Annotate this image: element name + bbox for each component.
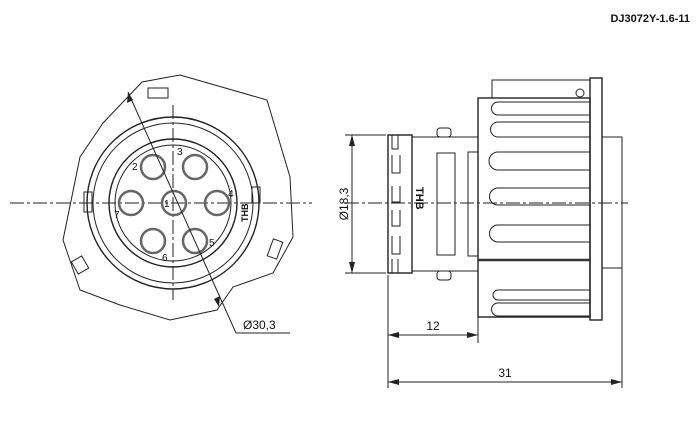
side-marking: THB [413,187,425,210]
pin-label-5: 5 [209,238,215,249]
pin-label-2: 2 [132,162,138,173]
length-31-label: 31 [498,366,512,380]
arrowhead [467,332,478,338]
window-recess [436,152,456,256]
arrowhead [388,332,399,338]
drawing-title: DJ3072Y-1.6-11 [610,13,690,25]
latch-tab [266,238,284,260]
flange-outline [62,74,294,321]
arrowhead [127,92,133,103]
pin-label-3: 3 [177,147,183,158]
screw-icon [575,88,585,98]
front-diameter-label: Ø30,3 [243,318,276,332]
rear-flange [589,77,603,321]
front-marking: THB [240,203,250,222]
pin-7 [117,189,145,217]
pin-1 [160,189,188,217]
arrowhead [214,296,220,307]
arrowhead [349,135,355,146]
nose-slots [391,135,401,274]
arrowhead [388,379,399,385]
latch-nub [436,127,452,138]
latch-tab [147,87,169,99]
pin-label-6: 6 [162,253,168,264]
side-view: THB Ø18,3 12 [337,77,628,388]
pin-label-1: 1 [164,199,170,210]
groove [467,151,479,257]
side-diameter-label: Ø18,3 [337,187,351,220]
pin-label-4: 4 [228,189,234,200]
pin-3 [181,153,209,181]
latch-tab [70,255,90,275]
front-view: 1 2 3 4 5 6 7 THB Ø30,3 [10,74,312,334]
pin-5 [181,227,209,255]
diameter-leader [127,91,237,334]
pin-2 [139,153,167,181]
body-top-raised [491,79,591,99]
cooling-fins [488,101,590,317]
pin-6 [139,227,167,255]
arrowhead [349,262,355,273]
pin-label-7: 7 [114,210,120,221]
key-tab [251,186,261,204]
pin-4 [203,189,231,217]
contact-pins [117,153,231,255]
key-tab [83,191,93,213]
length-12-label: 12 [426,319,440,333]
main-body [477,97,591,318]
arrowhead [611,379,622,385]
latch-nub [436,270,452,281]
